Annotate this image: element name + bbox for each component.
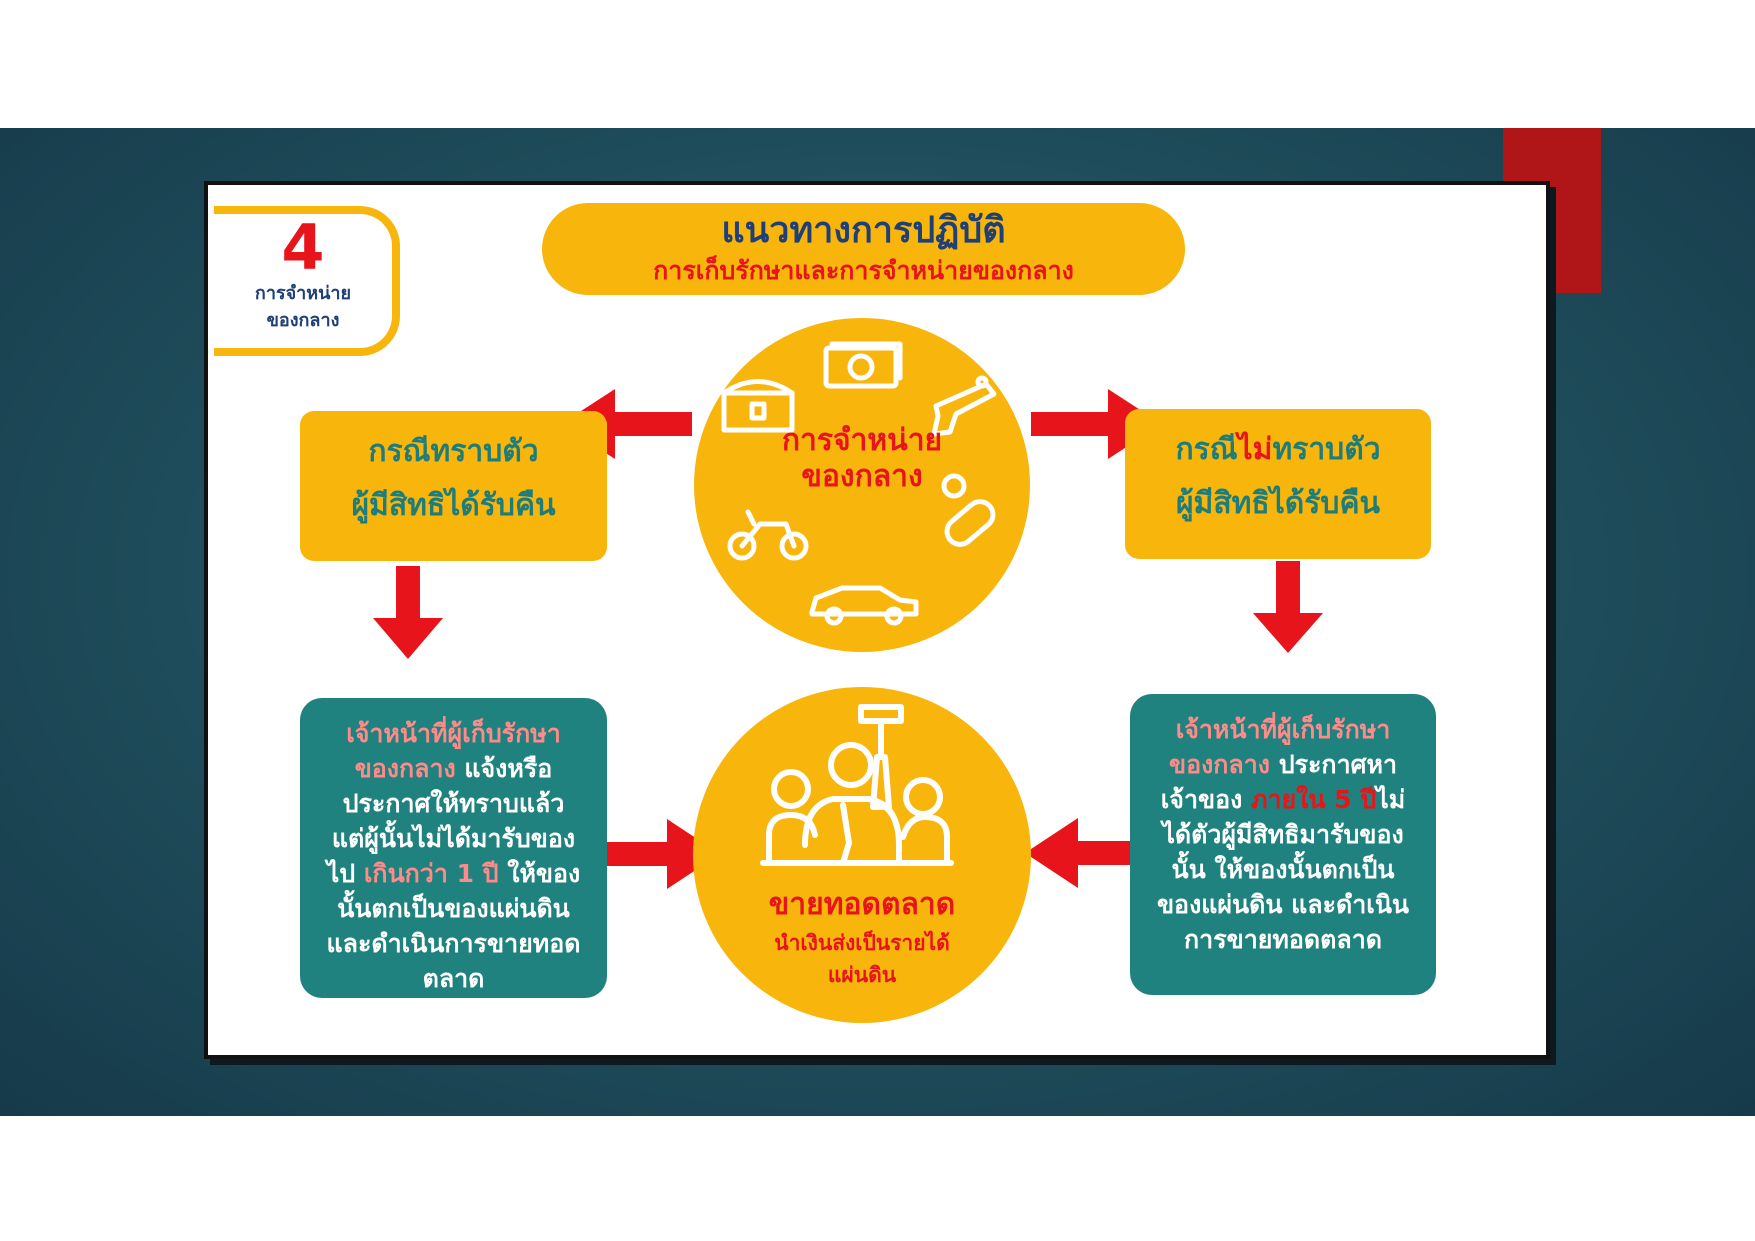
- infographic-card: 4 การจำหน่าย ของกลาง แนวทางการปฏิบัติ กา…: [204, 181, 1550, 1059]
- gun-icon: [931, 375, 997, 437]
- left-case-line2: ผู้มีสิทธิได้รับคืน: [351, 488, 556, 523]
- right-detail-l5: นั้น ให้ของนั้นตกเป็น: [1171, 855, 1395, 884]
- right-detail-l3: เจ้าของ ภายใน 5 ปีไม่: [1160, 785, 1406, 814]
- left-detail-l5: ไป เกินกว่า 1 ปี ให้ของ: [326, 859, 581, 888]
- treasure-chest-icon: [721, 379, 795, 433]
- arrow-into-center-right-icon: [1025, 818, 1133, 888]
- step-label-line2: ของกลาง: [266, 310, 340, 331]
- right-case-box: กรณีไม่ทราบตัว ผู้มีสิทธิได้รับคืน: [1125, 409, 1431, 559]
- center-disposal-circle: การจำหน่าย ของกลาง: [694, 318, 1030, 652]
- step-badge: 4 การจำหน่าย ของกลาง: [214, 206, 400, 356]
- right-detail-l2: ของกลาง ประกาศหา: [1168, 750, 1397, 779]
- right-detail-l1: เจ้าหน้าที่ผู้เก็บรักษา: [1175, 715, 1391, 744]
- left-detail-l8: ตลาด: [422, 964, 485, 993]
- car-icon: [809, 585, 919, 626]
- auction-sub-line2: แผ่นดิน: [827, 963, 897, 987]
- step-number: 4: [281, 211, 325, 284]
- right-case-line2: ผู้มีสิทธิได้รับคืน: [1175, 486, 1381, 521]
- left-detail-l3: ประกาศให้ทราบแล้ว: [342, 789, 565, 818]
- left-case-line1: กรณีทราบตัว: [368, 434, 539, 469]
- step-label-line1: การจำหน่าย: [254, 283, 352, 304]
- page-title: แนวทางการปฏิบัติ: [721, 210, 1006, 251]
- right-case-line1: กรณีไม่ทราบตัว: [1175, 432, 1381, 467]
- right-detail-l6: ของแผ่นดิน และดำเนิน: [1156, 890, 1410, 919]
- right-detail-box: เจ้าหน้าที่ผู้เก็บรักษา ของกลาง ประกาศหา…: [1130, 694, 1436, 995]
- money-icon: [823, 341, 903, 389]
- left-detail-l4: แต่ผู้นั้นไม่ได้มารับของ: [331, 824, 576, 853]
- right-detail-l4: ได้ตัวผู้มีสิทธิมารับของ: [1162, 820, 1404, 849]
- left-detail-l7: และดำเนินการขายทอด: [326, 929, 581, 958]
- center-disposal-line2: ของกลาง: [801, 459, 923, 494]
- title-banner: แนวทางการปฏิบัติ การเก็บรักษาและการจำหน่…: [542, 203, 1185, 295]
- auction-circle: ขายทอดตลาด นำเงินส่งเป็นรายได้ แผ่นดิน: [693, 687, 1031, 1023]
- left-detail-l6: นั้นตกเป็นของแผ่นดิน: [337, 894, 570, 923]
- left-detail-box: เจ้าหน้าที่ผู้เก็บรักษา ของกลาง แจ้งหรือ…: [300, 698, 607, 998]
- arrow-down-left-icon: [373, 566, 443, 659]
- motorcycle-icon: [727, 509, 809, 561]
- auctioneer-icon: [760, 704, 954, 866]
- left-case-box: กรณีทราบตัว ผู้มีสิทธิได้รับคืน: [300, 411, 607, 561]
- arrow-into-center-left-icon: [606, 819, 720, 889]
- left-detail-l1: เจ้าหน้าที่ผู้เก็บรักษา: [346, 719, 561, 748]
- pills-icon: [941, 473, 996, 547]
- not-highlight: ไม่: [1237, 432, 1273, 467]
- right-detail-l7: การขายทอดตลาด: [1184, 925, 1382, 954]
- arrow-down-right-icon: [1253, 561, 1323, 653]
- auction-sub-line1: นำเงินส่งเป็นรายได้: [774, 931, 950, 955]
- left-detail-l2: ของกลาง แจ้งหรือ: [354, 754, 553, 783]
- auction-title: ขายทอดตลาด: [768, 887, 956, 922]
- page-subtitle: การเก็บรักษาและการจำหน่ายของกลาง: [653, 256, 1074, 285]
- center-disposal-line1: การจำหน่าย: [781, 423, 943, 458]
